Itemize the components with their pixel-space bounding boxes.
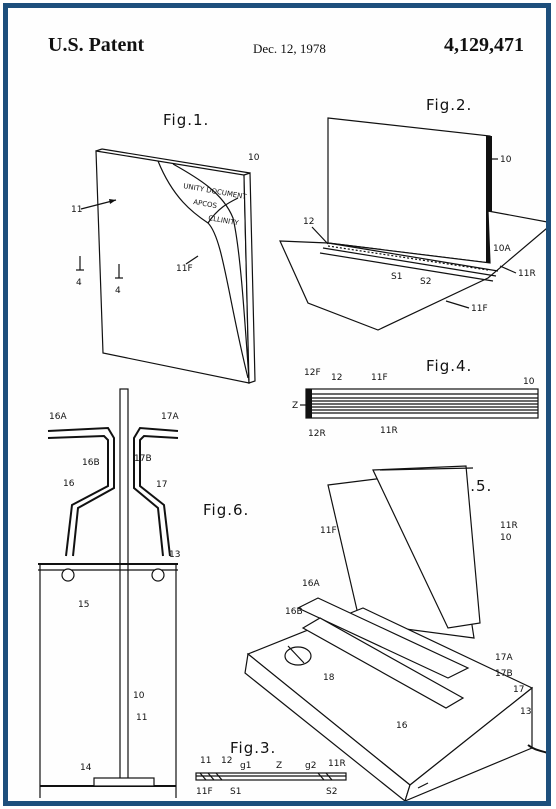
fig4-label-12R: 12R xyxy=(308,429,326,439)
patent-date: Dec. 12, 1978 xyxy=(253,41,326,56)
figure-1-title: Fig.1. xyxy=(163,111,209,129)
figure-4-title: Fig.4. xyxy=(426,357,472,375)
patent-office-label: U.S. Patent xyxy=(48,34,145,56)
fig6-label-17A: 17A xyxy=(161,412,179,422)
fig2-label-10: 10 xyxy=(500,155,512,165)
fig4-label-12: 12 xyxy=(331,373,342,383)
fig4-label-11F: 11F xyxy=(371,373,388,383)
fig4-label-Z: Z xyxy=(292,401,298,411)
figure-4: Fig.4. 12F 12 11F 10 Z 12R 11R xyxy=(292,357,539,439)
fig6-label-11: 11 xyxy=(136,713,147,723)
fig3-label-g2: g2 xyxy=(305,761,316,771)
fig5-label-11F: 11F xyxy=(320,526,337,536)
figure-6-title: Fig.6. xyxy=(203,501,249,519)
fig1-label-11F: 11F xyxy=(176,264,193,274)
fig2-cover-sheet xyxy=(279,210,546,331)
fig5-label-17A: 17A xyxy=(495,653,513,663)
figure-3-title: Fig.3. xyxy=(230,739,276,757)
fig3-label-12: 12 xyxy=(221,756,232,766)
fig3-label-Z: Z xyxy=(276,761,282,771)
fig5-label-18: 18 xyxy=(323,673,335,683)
fig6-label-17B: 17B xyxy=(134,454,152,464)
fig2-label-12: 12 xyxy=(303,217,314,227)
fig2-book xyxy=(327,117,491,264)
fig2-label-11F: 11F xyxy=(471,304,488,314)
fig3-label-g1: g1 xyxy=(240,761,251,771)
fig6-label-16A: 16A xyxy=(49,412,67,422)
fig5-label-10: 10 xyxy=(500,533,512,543)
fig1-section-mark-b: 4 xyxy=(115,286,121,296)
fig2-label-11R: 11R xyxy=(518,269,536,279)
fig5-label-16: 16 xyxy=(396,721,408,731)
fig3-label-11R: 11R xyxy=(328,759,346,769)
fig5-book xyxy=(372,465,481,629)
figure-6: Fig.6. 16A 17A 16B 17B 16 17 13 xyxy=(38,388,249,798)
patent-drawings: Fig.1. UNITY DOCUMENT APCOS CLLINITY 10 … xyxy=(38,96,546,801)
fig6-label-16: 16 xyxy=(63,479,75,489)
patent-number: 4,129,471 xyxy=(444,34,524,56)
fig4-label-12F: 12F xyxy=(304,368,321,378)
fig2-label-S2: S2 xyxy=(420,277,431,287)
fig3-label-S1: S1 xyxy=(230,787,241,797)
fig5-label-13: 13 xyxy=(520,707,531,717)
fig6-label-14: 14 xyxy=(80,763,92,773)
patent-header: U.S. Patent Dec. 12, 1978 4,129,471 xyxy=(8,8,546,68)
fig4-label-11R: 11R xyxy=(380,426,398,436)
fig6-label-13: 13 xyxy=(169,550,180,560)
fig3-label-11: 11 xyxy=(200,756,211,766)
fig3-label-S2: S2 xyxy=(326,787,337,797)
fig6-label-16B: 16B xyxy=(82,458,100,468)
fig6-label-17: 17 xyxy=(156,480,167,490)
figure-2-title: Fig.2. xyxy=(426,96,472,114)
figure-3: Fig.3. 11 12 g1 Z g2 11R 11F S1 S2 xyxy=(195,739,347,797)
fig5-label-11R: 11R xyxy=(500,521,518,531)
fig6-label-15: 15 xyxy=(78,600,89,610)
fig1-label-11: 11 xyxy=(71,205,82,215)
patent-sheet: U.S. Patent Dec. 12, 1978 4,129,471 Fig.… xyxy=(3,3,551,806)
fig5-clamp-rail xyxy=(296,597,470,679)
fig3-label-11F: 11F xyxy=(196,787,213,797)
fig1-section-mark-a: 4 xyxy=(76,278,82,288)
figure-1: Fig.1. UNITY DOCUMENT APCOS CLLINITY 10 … xyxy=(71,111,260,384)
fig5-label-16B: 16B xyxy=(285,607,303,617)
fig6-center-sheet xyxy=(119,388,129,785)
fig5-label-17: 17 xyxy=(513,685,524,695)
fig6-label-10: 10 xyxy=(133,691,145,701)
figure-5: Fig.5. 11F 11R 10 16A 16B 18 17A xyxy=(244,465,546,801)
fig5-label-16A: 16A xyxy=(302,579,320,589)
fig1-curled-page xyxy=(157,160,249,379)
fig4-label-10: 10 xyxy=(523,377,535,387)
fig1-label-10: 10 xyxy=(248,153,260,163)
fig1-spine xyxy=(243,172,256,384)
fig2-label-10A: 10A xyxy=(493,244,511,254)
fig2-label-S1: S1 xyxy=(391,272,402,282)
figure-2: Fig.2. 10 12 10A 11R S1 S2 11F xyxy=(279,96,546,331)
fig5-label-17B: 17B xyxy=(495,669,513,679)
